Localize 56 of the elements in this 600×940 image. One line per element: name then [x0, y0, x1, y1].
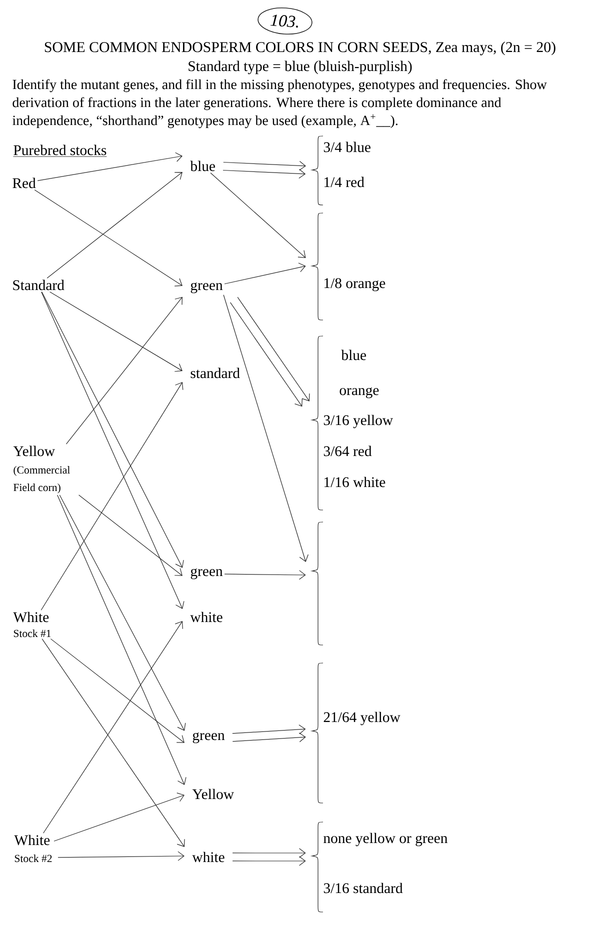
instructions: Identify the mutant genes, and fill in the missing phenotypes, genotypes and frequencies. Show derivation of fractions in the later generations. Where there is complete dominance and independence, “shorthand” genotypes may be used (example, A$^{+}$__). [12, 79, 547, 128]
arrow [57, 494, 186, 785]
circled-page-number: 103. [258, 8, 312, 34]
title: SOME COMMON ENDOSPERM COLORS IN CORN SEEDS, Zea mays, (2n = 20) [44, 42, 556, 56]
arrow [40, 382, 184, 610]
arrow [50, 638, 184, 743]
arrow [224, 570, 306, 580]
result-text: 1/8 orange [324, 278, 386, 292]
stock-label: Red [12, 178, 36, 188]
arrow [222, 168, 306, 178]
phenotype-label: blue [190, 160, 215, 172]
arrow [46, 172, 182, 278]
result-text: 1/4 red [324, 176, 364, 188]
column-heading: Purebred stocks [13, 144, 107, 157]
stock-label: White Stock #2 [14, 834, 52, 862]
result-text: 3/16 yellow [324, 414, 393, 428]
arrow [54, 792, 184, 842]
arrow [37, 152, 182, 181]
stock-label: White Stock #1 [13, 612, 51, 638]
arrow [210, 172, 306, 258]
arrow [34, 190, 182, 286]
arrow [66, 296, 182, 444]
phenotype-label: white [192, 852, 224, 862]
stock-label: Standard [13, 280, 64, 290]
result-text: 21/64 yellow [324, 712, 400, 726]
arrow [237, 296, 310, 402]
curly-brace [312, 522, 324, 646]
phenotype-label: white [190, 612, 222, 622]
arrow [232, 724, 306, 734]
arrow [78, 494, 182, 576]
arrow [50, 292, 182, 372]
result-text: 3/64 red [324, 446, 372, 456]
arrow [58, 851, 184, 861]
arrow [232, 856, 306, 866]
arrow [223, 294, 308, 562]
stock-label: Yellow (Commercial Field corn) [13, 446, 70, 494]
phenotype-label: standard [190, 368, 240, 378]
arrow [42, 638, 185, 847]
arrow [43, 620, 183, 834]
phenotype-label: Yellow [192, 788, 234, 800]
arrow [224, 262, 306, 284]
result-text: 1/16 white [324, 476, 386, 488]
arrow [59, 494, 186, 731]
result-text: 3/4 blue [324, 142, 370, 152]
result-text: blue [341, 350, 366, 360]
arrow [230, 302, 302, 407]
arrow [223, 160, 306, 171]
result-text: 3/16 standard [324, 882, 403, 894]
phenotype-label: green [192, 732, 225, 744]
arrow [232, 848, 306, 858]
arrow [232, 732, 306, 742]
phenotype-label: green [190, 568, 223, 580]
result-text: none yellow or green [324, 832, 448, 846]
subtitle: Standard type = blue (bluish-purplish) [188, 60, 412, 74]
phenotype-label: green [190, 282, 223, 294]
result-text: orange [340, 387, 379, 398]
